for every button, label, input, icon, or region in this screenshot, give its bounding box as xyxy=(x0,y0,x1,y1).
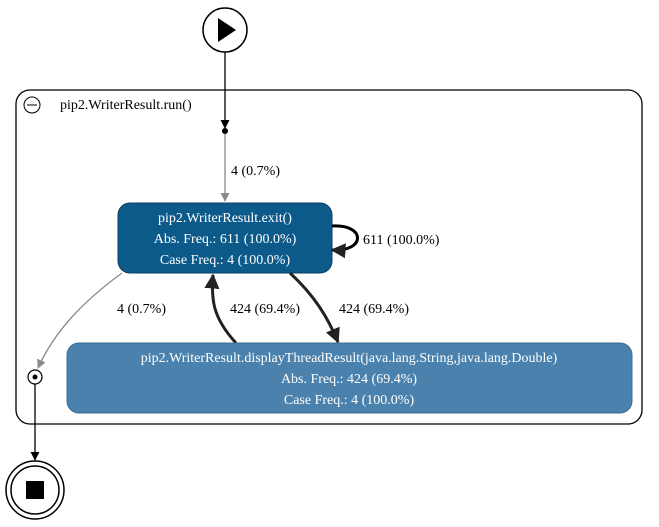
edge-label-exit-self: 611 (100.0%) xyxy=(363,233,440,248)
cluster-title: pip2.WriterResult.run() xyxy=(60,98,192,113)
edge-exit-to-end[interactable] xyxy=(37,272,123,369)
node-display-name: pip2.WriterResult.displayThreadResult(ja… xyxy=(141,351,558,366)
stop-icon xyxy=(26,481,44,499)
node-display[interactable]: pip2.WriterResult.displayThreadResult(ja… xyxy=(66,342,633,414)
end-node[interactable] xyxy=(5,460,65,520)
node-exit-name: pip2.WriterResult.exit() xyxy=(158,211,292,226)
edge-exit-self-loop[interactable] xyxy=(330,224,359,259)
start-node[interactable] xyxy=(202,7,248,53)
junction-dot xyxy=(222,128,228,134)
edge-exit-to-display[interactable] xyxy=(288,271,340,344)
node-exit-abs-freq: Abs. Freq.: 611 (100.0%) xyxy=(154,232,297,247)
node-display-case-freq: Case Freq.: 4 (100.0%) xyxy=(284,393,415,408)
edge-display-to-exit[interactable] xyxy=(204,273,238,345)
node-exit[interactable]: pip2.WriterResult.exit() Abs. Freq.: 611… xyxy=(117,202,333,274)
edge-label-entry-to-exit: 4 (0.7%) xyxy=(231,164,280,179)
node-exit-case-freq: Case Freq.: 4 (100.0%) xyxy=(160,253,291,268)
collapse-button[interactable] xyxy=(23,96,41,114)
node-display-abs-freq: Abs. Freq.: 424 (69.4%) xyxy=(281,372,417,387)
edge-label-display-to-exit: 424 (69.4%) xyxy=(230,302,300,317)
edge-label-exit-to-display: 424 (69.4%) xyxy=(339,302,409,317)
end-junction xyxy=(27,369,43,385)
play-icon xyxy=(218,18,236,42)
edge-label-exit-to-end: 4 (0.7%) xyxy=(117,302,166,317)
